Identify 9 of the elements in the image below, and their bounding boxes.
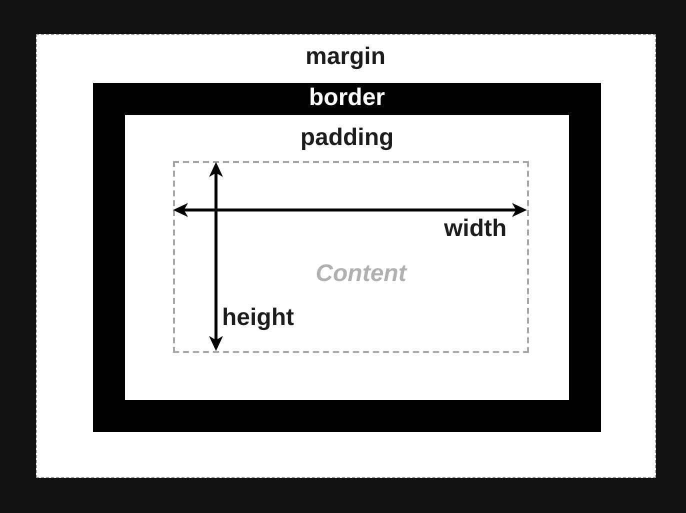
margin-area <box>36 34 656 478</box>
padding-label: padding <box>300 125 394 151</box>
width-label: width <box>444 216 507 242</box>
margin-label: margin <box>306 44 386 70</box>
border-label: border <box>309 85 385 111</box>
height-label: height <box>222 305 294 331</box>
content-label: Content <box>316 261 406 287</box>
padding-area <box>125 115 569 400</box>
border-area <box>93 83 601 432</box>
